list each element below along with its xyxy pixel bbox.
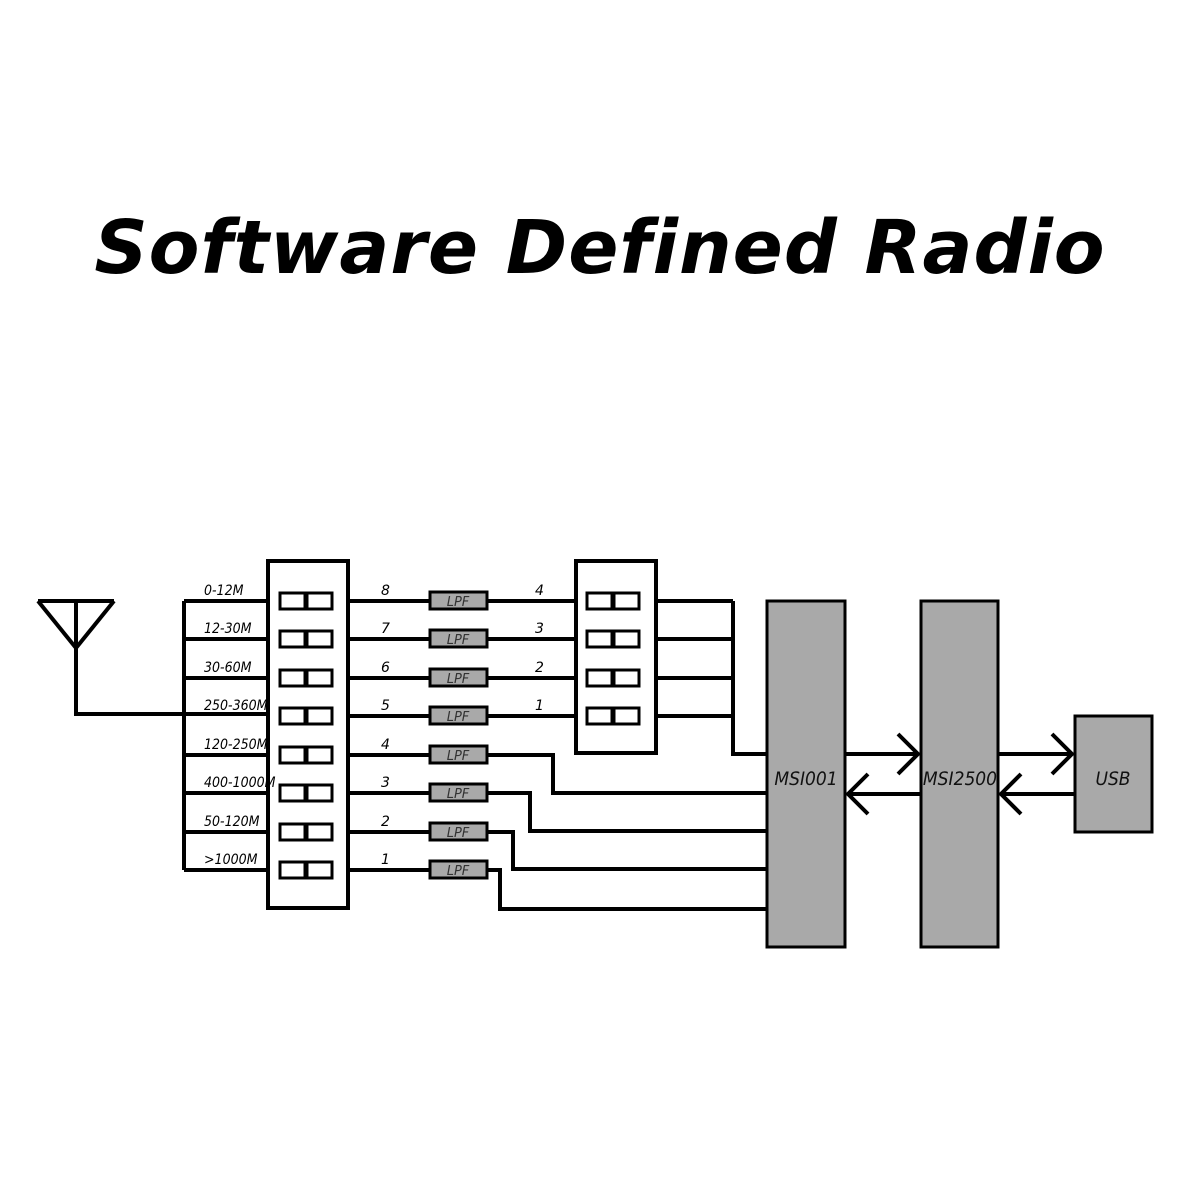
switch-cell: [305, 745, 334, 765]
switch-output-number: 6: [381, 660, 390, 676]
switch-cell: [305, 860, 334, 880]
switch-output-number: 7: [381, 621, 390, 637]
switch-cell: [305, 668, 334, 688]
antenna-icon: [36, 599, 270, 716]
band-label: 0-12M: [204, 583, 244, 599]
switch-cell: [585, 591, 614, 611]
lpf-route-line: [487, 753, 767, 795]
lpf-label: LPF: [447, 826, 470, 841]
switch-cell: [585, 706, 614, 726]
switch-cell: [612, 629, 641, 649]
arrow-left-icon: [845, 772, 921, 816]
usb-label: USB: [1095, 768, 1130, 790]
lpf-route-line: [487, 868, 767, 911]
switch-output-number: 8: [381, 583, 390, 599]
switch-cell: [612, 706, 641, 726]
msi001-block: [765, 599, 847, 949]
switch-input-number: 2: [535, 660, 544, 676]
switch-cell: [305, 706, 334, 726]
arrow-right-icon: [845, 732, 921, 776]
lpf-label: LPF: [447, 749, 470, 764]
msi2500-block: [919, 599, 1000, 949]
switch-cell: [278, 591, 307, 611]
lpf-label: LPF: [447, 710, 470, 725]
switch-cell: [305, 591, 334, 611]
switch-output-number: 4: [381, 737, 390, 753]
switch-cell: [585, 668, 614, 688]
band-label: 400-1000M: [204, 775, 276, 791]
switch-output-number: 2: [381, 814, 390, 830]
band-switch-left: [266, 559, 350, 910]
switch-cell: [278, 745, 307, 765]
band-label: 50-120M: [204, 814, 260, 830]
switch-cell: [278, 783, 307, 803]
combined-bus-line: [731, 601, 767, 756]
msi001-label: MSI001: [774, 768, 837, 790]
band-label: 12-30M: [204, 621, 252, 637]
band-label: 120-250M: [204, 737, 268, 753]
lpf-label: LPF: [447, 672, 470, 687]
switch-cell: [305, 783, 334, 803]
switch-cell: [305, 629, 334, 649]
switch-input-number: 3: [535, 621, 544, 637]
band-label: 30-60M: [204, 660, 252, 676]
lpf-label: LPF: [447, 864, 470, 879]
switch-cell: [305, 822, 334, 842]
switch-cell: [278, 668, 307, 688]
switch-output-number: 3: [381, 775, 390, 791]
arrow-left-icon: [998, 772, 1075, 816]
lpf-route-line: [487, 830, 767, 871]
switch-output-number: 5: [381, 698, 390, 714]
lpf-route-line: [487, 791, 767, 833]
usb-block: [1073, 714, 1154, 834]
diagram-title: Software Defined Radio: [94, 205, 1106, 291]
switch-cell: [612, 591, 641, 611]
band-label: 250-360M: [204, 698, 268, 714]
switch-cell: [585, 629, 614, 649]
lpf-label: LPF: [447, 633, 470, 648]
switch-cell: [278, 629, 307, 649]
switch-input-number: 1: [535, 698, 544, 714]
lpf-label: LPF: [447, 595, 470, 610]
switch-cell: [278, 706, 307, 726]
band-label: >1000M: [204, 852, 258, 868]
arrow-right-icon: [998, 732, 1075, 776]
switch-output-number: 1: [381, 852, 390, 868]
switch-cell: [612, 668, 641, 688]
switch-input-number: 4: [535, 583, 544, 599]
lpf-label: LPF: [447, 787, 470, 802]
switch-cell: [278, 860, 307, 880]
switch-cell: [278, 822, 307, 842]
msi2500-label: MSI2500: [923, 768, 997, 790]
